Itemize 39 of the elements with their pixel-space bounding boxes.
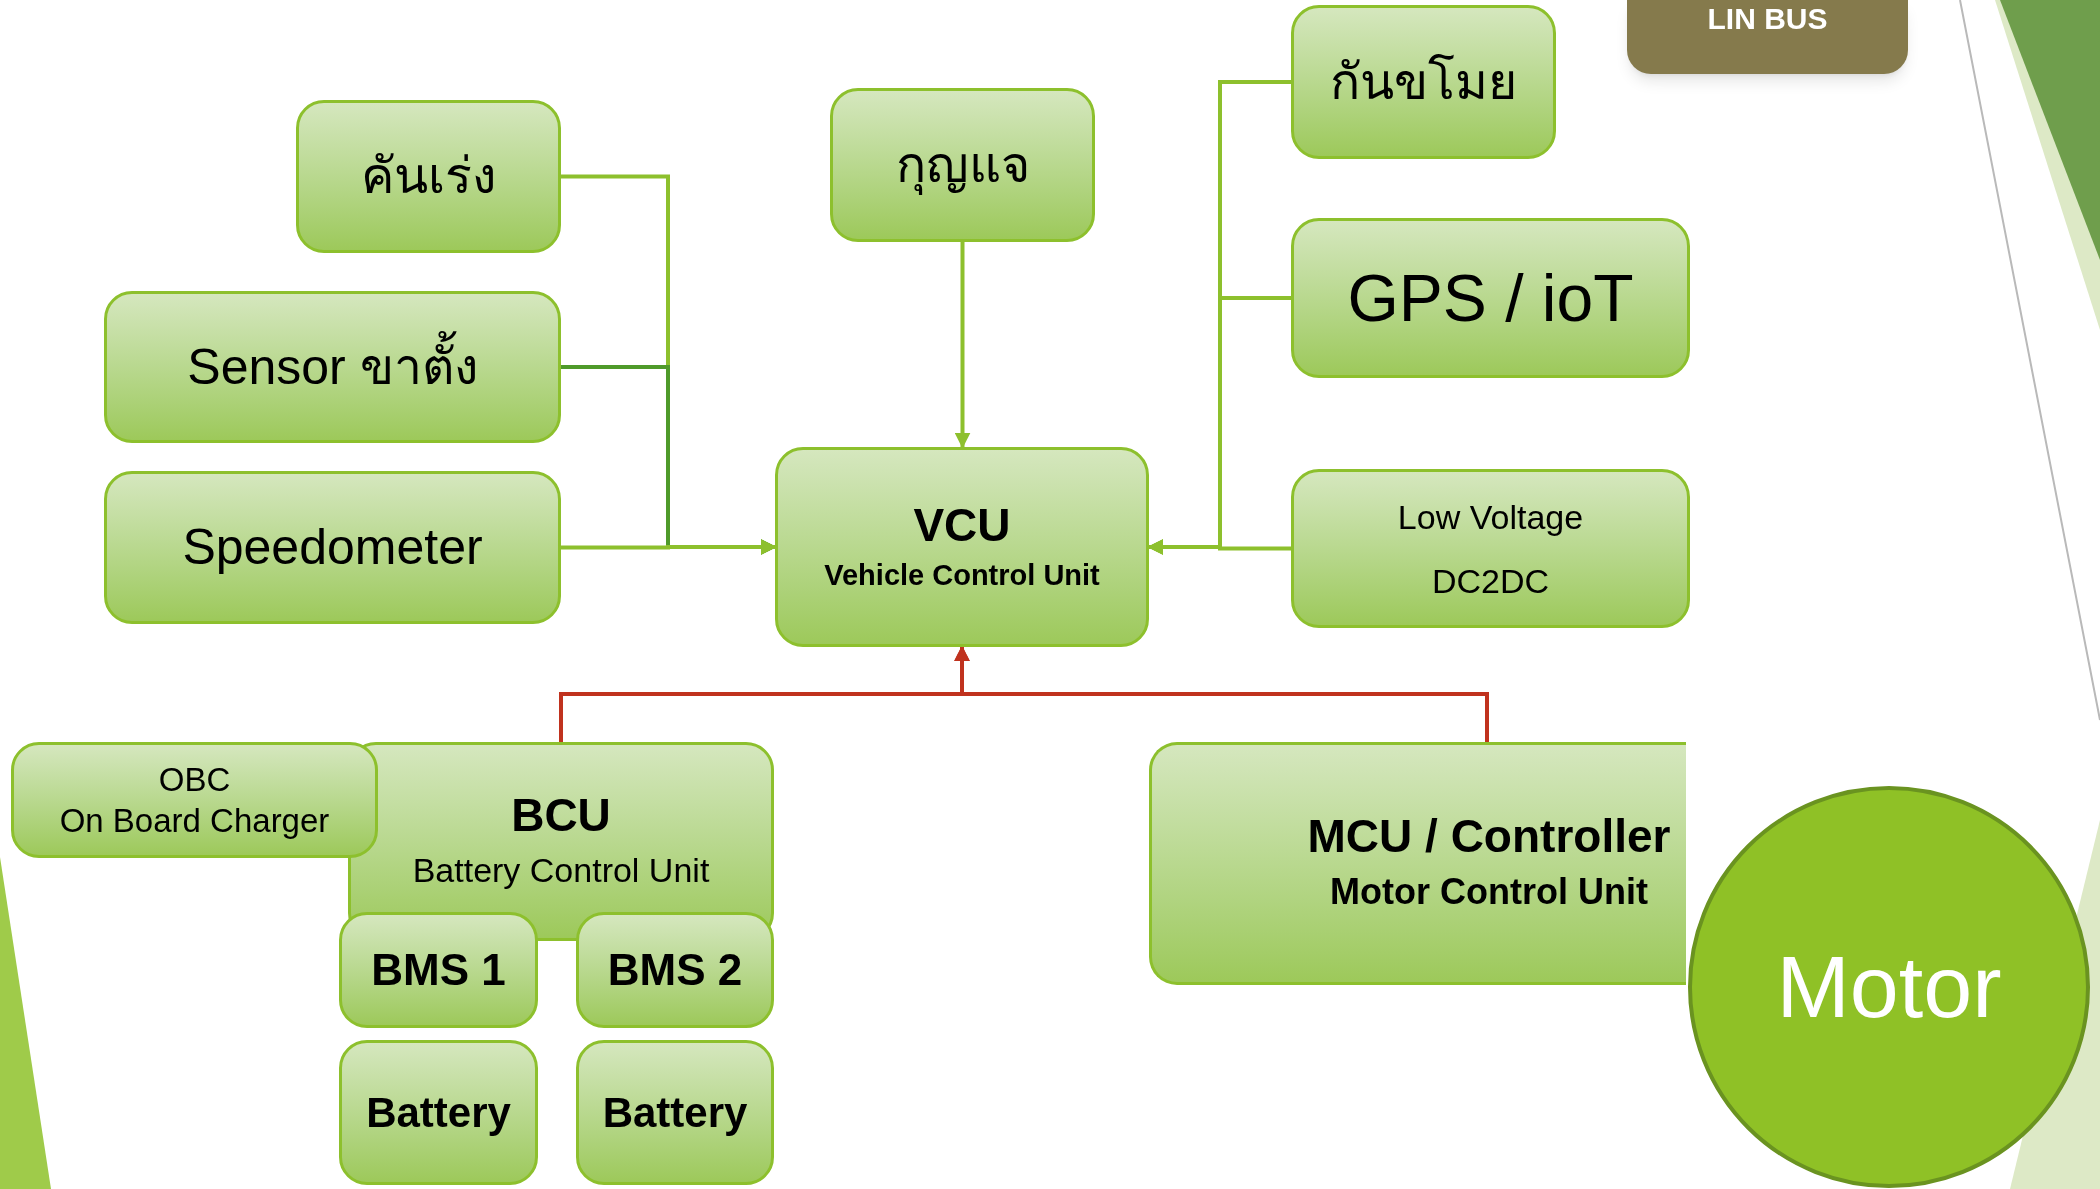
connector-arrow (954, 242, 971, 449)
node-label: คันเร่ง (361, 147, 496, 206)
node-label: Motor Control Unit (1330, 870, 1648, 915)
node-label: กันขโมย (1330, 52, 1517, 112)
bus-label-box (1627, 0, 1908, 74)
node-label: Battery Control Unit (412, 849, 710, 891)
node-label: GPS / ioT (1347, 259, 1634, 337)
node-label: BMS 1 (371, 944, 506, 996)
rounded-box (1291, 5, 1556, 159)
node-label: MCU / Controller (1307, 808, 1671, 864)
rounded-box (1291, 469, 1690, 628)
node-label: BMS 2 (607, 944, 743, 996)
node-label: LIN BUS (1707, 4, 1828, 34)
rounded-box (1291, 218, 1690, 378)
rounded-box (104, 471, 561, 624)
connector-arrow (561, 539, 777, 555)
node-label: Battery (602, 1088, 748, 1138)
node-label: Motor (1776, 936, 2002, 1038)
rounded-box (296, 100, 561, 253)
rounded-box (576, 912, 774, 1028)
node-label: DC2DC (1431, 560, 1550, 602)
rounded-box (339, 1040, 538, 1185)
node-label: BCU (511, 788, 611, 844)
rounded-box (104, 291, 561, 443)
rounded-box (11, 742, 378, 858)
node-label: Speedometer (182, 518, 483, 577)
node-label: Sensor ขาตั้ง (187, 329, 478, 405)
rounded-box (830, 88, 1095, 242)
node-label: Low Voltage (1397, 496, 1584, 538)
rounded-box (576, 1040, 774, 1185)
node-label: VCU (913, 497, 1011, 553)
node-label: Vehicle Control Unit (824, 558, 1100, 593)
rounded-box (1149, 742, 1686, 985)
node-label: On Board Charger (59, 801, 330, 841)
node-label: กุญแจ (895, 135, 1030, 197)
rounded-box (775, 447, 1149, 647)
rounded-box (339, 912, 538, 1028)
node-label: OBC (158, 759, 231, 800)
node-label: Battery (366, 1088, 511, 1138)
